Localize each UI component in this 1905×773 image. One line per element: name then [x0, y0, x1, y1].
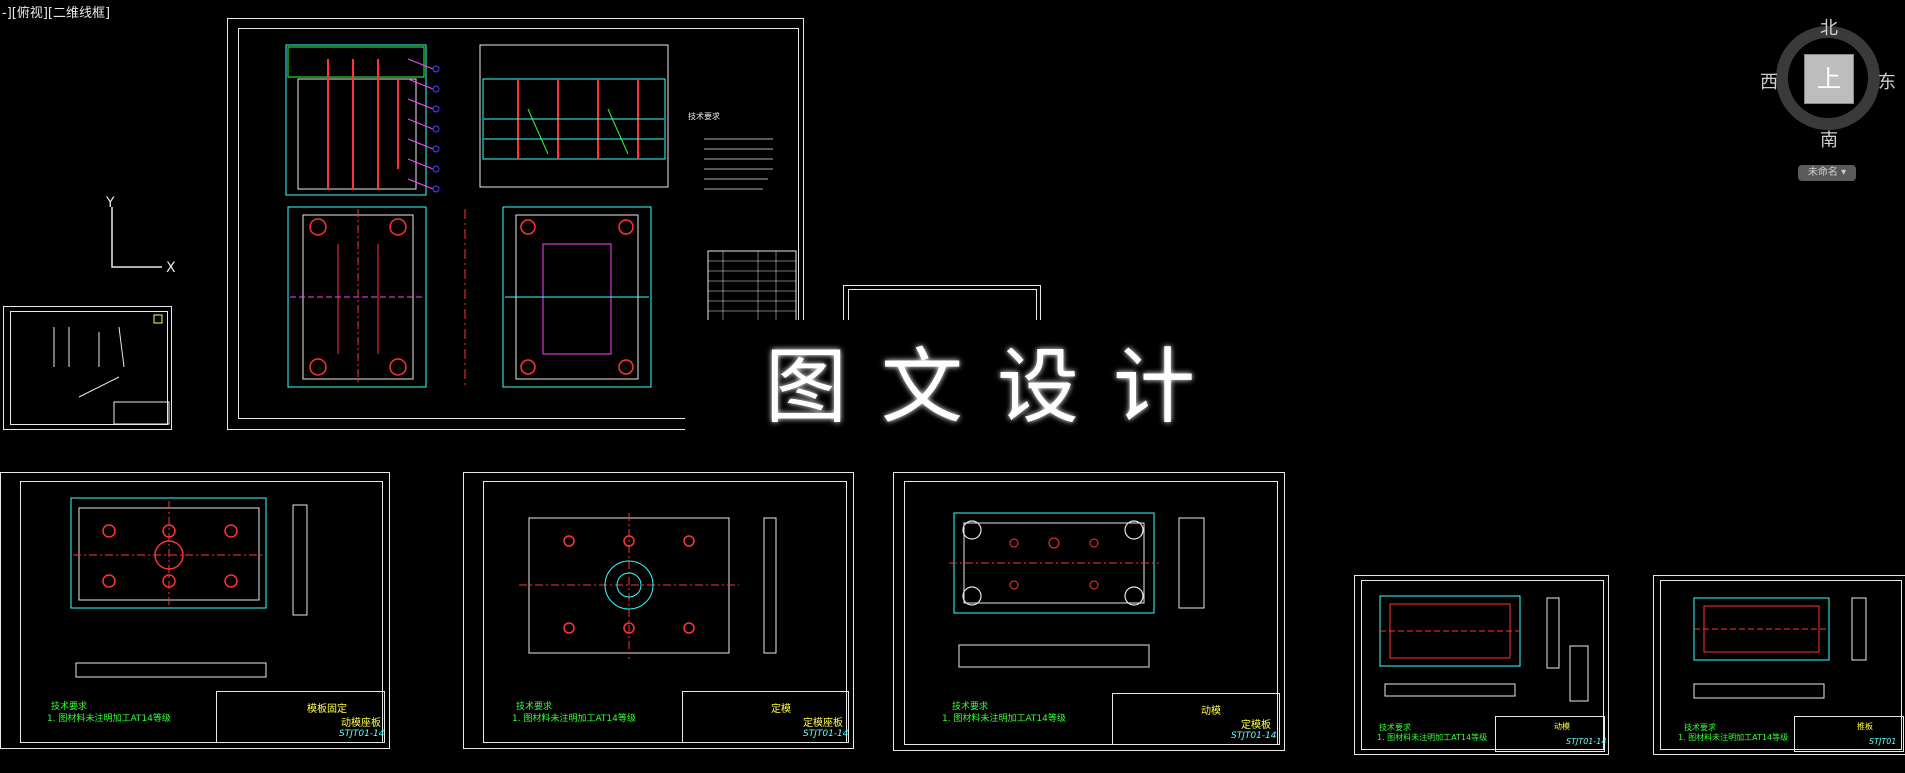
plate1-note-line: 1. 图材料未注明加工AT14等级 [47, 714, 171, 724]
viewcube-top-face[interactable]: 上 [1804, 54, 1854, 104]
plate2-note-title: 技术要求 [516, 702, 553, 712]
plate2-name: 定模 [771, 704, 791, 715]
viewport-label[interactable]: -][俯视][二维线框] [2, 6, 111, 21]
viewcube[interactable]: 北 南 西 东 上 [1760, 18, 1896, 151]
wcs-menu-button[interactable]: 未命名 ▾ [1798, 165, 1856, 181]
viewcube-east[interactable]: 东 [1878, 72, 1896, 93]
plate2-note-line: 1. 图材料未注明加工AT14等级 [512, 714, 636, 724]
plate-sheet-4-graphics [1379, 595, 1589, 702]
plate4-title-block: 动模 STJT01-14 [1495, 716, 1607, 752]
plate3-name: 动模 [1201, 706, 1221, 717]
plate-sheet-5-graphics [1693, 597, 1867, 699]
part-sheet-small-left[interactable] [3, 306, 172, 430]
plate2-code: STJT01-14 [803, 729, 849, 739]
plate1-code: STJT01-14 [339, 729, 385, 739]
plate-sheet-1-graphics [70, 497, 308, 678]
plate4-note-line: 1. 图材料未注明加工AT14等级 [1377, 733, 1488, 742]
part-sheet-small-left-graphics [53, 314, 170, 425]
ucs-y-label: Y [105, 195, 115, 211]
assembly-tech-title: 技术要求 [688, 111, 720, 121]
plate-sheet-2-graphics [519, 513, 777, 659]
plate5-note-line: 1. 图材料未注明加工AT14等级 [1678, 733, 1789, 742]
plate1-title-block: 模板固定 动模座板 STJT01-14 [216, 691, 385, 743]
plate3-title-block: 动模 定模板 STJT01-14 [1112, 693, 1280, 745]
viewcube-north[interactable]: 北 [1820, 18, 1838, 39]
ucs-x-label: X [166, 260, 176, 275]
plate-sheet-1[interactable]: 技术要求 1. 图材料未注明加工AT14等级 模板固定 动模座板 STJT01-… [0, 472, 390, 749]
plate3-tb-title: 定模板 [1241, 720, 1271, 731]
plate-sheet-2[interactable]: 技术要求 1. 图材料未注明加工AT14等级 定模 定模座板 STJT01-14 [463, 472, 854, 749]
watermark-banner: 图文设计 [685, 320, 1380, 438]
plate1-note-title: 技术要求 [51, 702, 88, 712]
plate5-name: 推板 [1857, 722, 1873, 731]
plate1-name: 模板固定 [307, 704, 347, 715]
plate4-note-title: 技术要求 [1379, 723, 1411, 732]
plate-sheet-3[interactable]: 技术要求 1. 图材料未注明加工AT14等级 动模 定模板 STJT01-14 [893, 472, 1285, 751]
plate2-tb-title: 定模座板 [803, 718, 843, 729]
plate-sheet-4[interactable]: 技术要求 1. 图材料未注明加工AT14等级 动模 STJT01-14 [1354, 575, 1609, 755]
ucs-icon: Y X [105, 195, 176, 275]
plate1-tb-title: 动模座板 [341, 718, 381, 729]
plate5-title-block: 推板 STJT01 [1794, 716, 1904, 752]
viewcube-west[interactable]: 西 [1760, 72, 1778, 93]
plate3-note-title: 技术要求 [952, 702, 989, 712]
viewcube-south[interactable]: 南 [1820, 130, 1838, 151]
plate-sheet-3-graphics [949, 512, 1205, 668]
plate2-title-block: 定模 定模座板 STJT01-14 [682, 691, 849, 743]
plate4-name: 动模 [1554, 722, 1570, 731]
plate5-code: STJT01 [1869, 737, 1897, 746]
plate3-code: STJT01-14 [1231, 731, 1277, 741]
plate5-note-title: 技术要求 [1684, 723, 1716, 732]
plate4-code: STJT01-14 [1566, 737, 1607, 746]
plate3-note-line: 1. 图材料未注明加工AT14等级 [942, 714, 1066, 724]
plate-sheet-5[interactable]: 技术要求 1. 图材料未注明加工AT14等级 推板 STJT01 [1653, 575, 1905, 755]
